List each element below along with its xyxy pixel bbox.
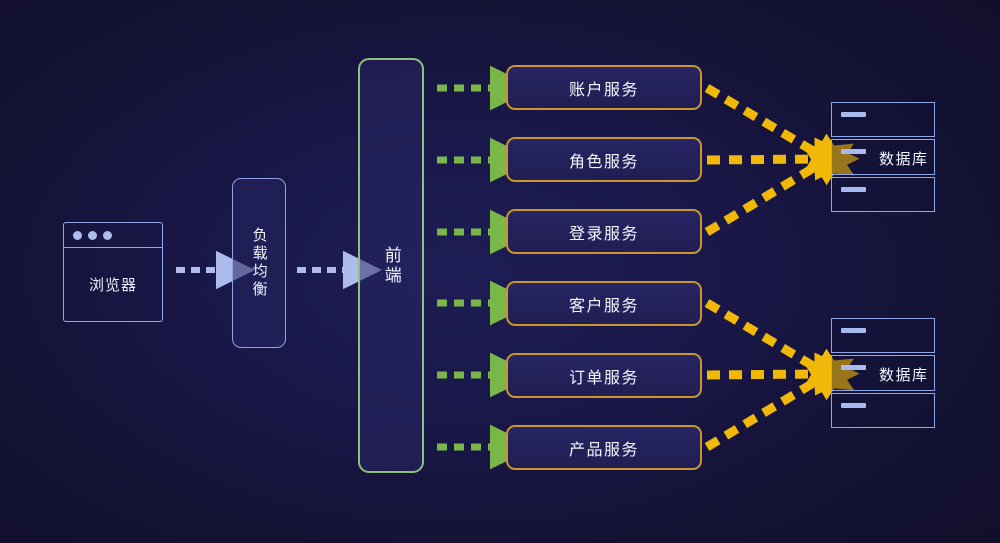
service-label: 产品服务	[568, 441, 639, 459]
database-rack-segment	[831, 392, 935, 428]
node-service-customer[interactable]: 客户服务	[506, 281, 702, 326]
node-service-role[interactable]: 角色服务	[506, 137, 702, 182]
node-browser[interactable]: 浏览器	[63, 222, 163, 322]
database-label-wrap: 数据库	[879, 318, 1000, 430]
browser-dot-icon	[103, 230, 112, 240]
node-frontend[interactable]: 前端	[358, 58, 424, 473]
node-service-account[interactable]: 账户服务	[506, 65, 702, 110]
node-load-balancer[interactable]: 负载均衡	[232, 178, 286, 348]
browser-viewport: 浏览器	[64, 248, 162, 321]
node-database-1[interactable]: 数据库	[831, 102, 935, 214]
database-label-wrap: 数据库	[879, 102, 1000, 214]
node-database-2[interactable]: 数据库	[831, 318, 935, 430]
node-service-product[interactable]: 产品服务	[506, 425, 702, 470]
node-service-login[interactable]: 登录服务	[506, 209, 702, 254]
database-rack-segment	[831, 355, 935, 391]
connector-frontend-to-services	[437, 65, 536, 470]
database-rack-segment	[831, 102, 935, 138]
connector-services-to-database-1	[704, 84, 860, 236]
service-label: 角色服务	[568, 153, 639, 171]
service-label: 客户服务	[568, 297, 639, 315]
load-balancer-label: 负载均衡	[250, 227, 268, 299]
browser-dot-icon	[88, 230, 97, 240]
browser-label: 浏览器	[88, 277, 137, 294]
connector-services-to-database-2	[704, 299, 860, 451]
service-label: 账户服务	[568, 81, 639, 99]
node-service-order[interactable]: 订单服务	[506, 353, 702, 398]
database-rack-segment	[831, 318, 935, 354]
database-rack-segment	[831, 139, 935, 175]
frontend-label: 前端	[381, 245, 401, 286]
browser-titlebar	[64, 223, 162, 248]
database-rack-segment	[831, 176, 935, 212]
browser-dot-icon	[73, 230, 82, 240]
service-label: 订单服务	[568, 369, 639, 387]
service-label: 登录服务	[568, 225, 639, 243]
